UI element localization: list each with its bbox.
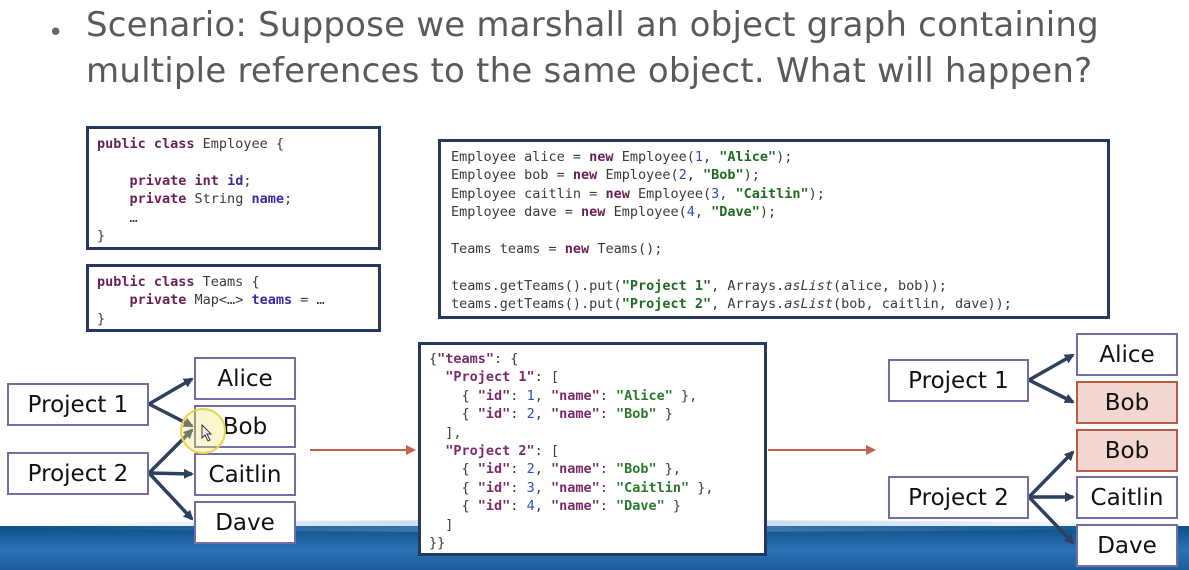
bullet-marker: •	[48, 18, 64, 48]
main-code-lines: Employee alice = new Employee(1, "Alice"…	[451, 148, 1097, 314]
code-line: private int id;	[129, 172, 252, 189]
code-line: Employee dave = new Employee(4, "Dave");	[451, 204, 777, 221]
code-line: teams.getTeams().put("Project 1", Arrays…	[451, 277, 947, 294]
node-result-project-2: Project 2	[888, 476, 1029, 519]
json-line: { "id": 2, "name": "Bob" },	[429, 461, 682, 478]
node-result-alice: Alice	[1076, 333, 1178, 376]
code-line: Employee alice = new Employee(1, "Alice"…	[451, 149, 793, 165]
code-line: public class Teams {	[97, 274, 260, 290]
node-result-bob-copy-2: Bob	[1076, 429, 1178, 472]
code-line: Employee caitlin = new Employee(3, "Cait…	[451, 185, 825, 202]
code-line: }	[97, 228, 106, 245]
json-line: {"teams": {	[429, 351, 519, 367]
node-dave: Dave	[194, 501, 296, 544]
node-project-2: Project 2	[7, 452, 149, 495]
json-line: ]	[429, 516, 454, 533]
json-line: { "id": 3, "name": "Caitlin" },	[429, 479, 714, 496]
heading-line-2: multiple references to the same object. …	[86, 51, 1093, 91]
code-line: teams.getTeams().put("Project 2", Arrays…	[451, 296, 1012, 313]
json-line: "Project 2": [	[445, 443, 560, 460]
code-line: Teams teams = new Teams();	[451, 241, 663, 258]
node-result-project-1: Project 1	[888, 359, 1029, 402]
edge-r-p2-dave	[1027, 495, 1075, 545]
code-line: …	[97, 209, 138, 226]
teams-code-lines: public class Teams { private Map<…> team…	[97, 273, 370, 328]
json-lines: {"teams": { "Project 1": [ { "id": 1, "n…	[429, 350, 756, 552]
json-line: ],	[429, 424, 462, 441]
json-line: }}	[429, 535, 446, 552]
edge-r-p2-bob	[1027, 450, 1075, 499]
node-result-bob-copy-1: Bob	[1076, 381, 1178, 424]
code-line: public class Employee {	[97, 136, 284, 152]
node-result-dave: Dave	[1076, 524, 1178, 567]
json-line: "Project 1": [	[445, 369, 560, 386]
code-line: Employee bob = new Employee(2, "Bob");	[451, 167, 760, 184]
slide-heading: Scenario: Suppose we marshall an object …	[86, 2, 1146, 94]
employee-class-code: public class Employee { private int id; …	[86, 126, 381, 250]
edge-p1-alice	[148, 377, 194, 406]
edge-p2-dave	[147, 471, 194, 521]
json-line: { "id": 1, "name": "Alice" },	[429, 387, 698, 404]
teams-class-code: public class Teams { private Map<…> team…	[86, 264, 381, 332]
json-line: { "id": 2, "name": "Bob" }	[429, 406, 673, 423]
node-alice: Alice	[194, 357, 296, 400]
edge-r-p1-bob	[1028, 378, 1075, 404]
edge-r-p1-alice	[1028, 353, 1075, 382]
code-line: }	[97, 310, 106, 327]
main-code-block: Employee alice = new Employee(1, "Alice"…	[438, 139, 1110, 319]
code-line: private Map<…> teams = …	[129, 292, 325, 309]
node-result-caitlin: Caitlin	[1076, 476, 1178, 519]
code-line: private String name;	[129, 191, 293, 208]
employee-code-lines: public class Employee { private int id; …	[97, 135, 370, 245]
json-line: { "id": 4, "name": "Dave" }	[429, 498, 682, 515]
cursor-highlight	[180, 408, 226, 454]
node-caitlin: Caitlin	[194, 453, 296, 496]
heading-line-1: Scenario: Suppose we marshall an object …	[86, 5, 1099, 45]
node-project-1: Project 1	[7, 383, 149, 426]
edge-p2-caitlin	[148, 468, 194, 479]
json-output-block: {"teams": { "Project 1": [ { "id": 1, "n…	[418, 342, 767, 556]
